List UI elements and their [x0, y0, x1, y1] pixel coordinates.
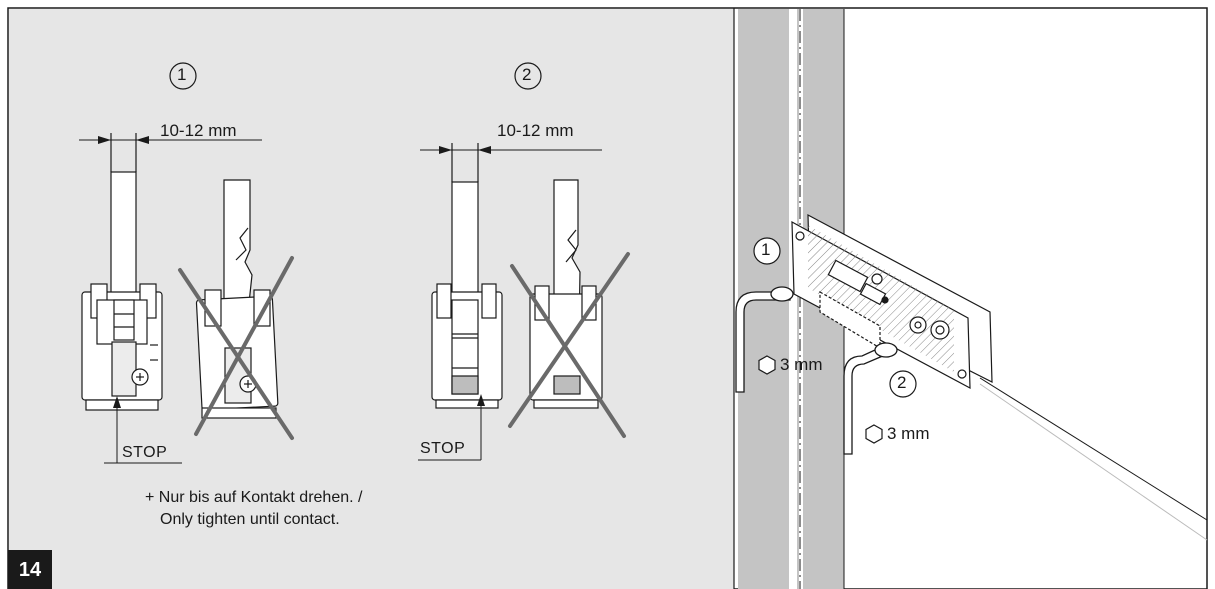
- marker-circle-1: [169, 62, 197, 90]
- marker-1-label: 1: [177, 65, 187, 84]
- marker-circle-2: [514, 62, 542, 90]
- install-marker-2-label: 2: [897, 373, 907, 392]
- wrong-cross-1: [178, 256, 294, 440]
- hex-key-1: [735, 286, 794, 393]
- wall-installation-view: [735, 9, 1208, 589]
- dimension-label-2: 10-12 mm: [497, 121, 574, 140]
- clamp-correct-1: [79, 133, 262, 464]
- hex-key-2: [843, 342, 898, 455]
- hex-key-icon: [758, 355, 776, 375]
- marker-2-label: 2: [522, 65, 532, 84]
- tool-size-label-1: 3 mm: [780, 355, 823, 374]
- note-line-en: Only tighten until contact.: [160, 511, 340, 528]
- tool-size-label-2: 3 mm: [887, 424, 930, 443]
- install-marker-1-label: 1: [761, 240, 771, 259]
- hinge-fitting: [791, 213, 993, 390]
- hex-key-icon: [865, 424, 883, 444]
- install-marker-circle-2: [889, 370, 917, 398]
- step-number-badge: 14: [8, 550, 52, 589]
- note-line-de: + Nur bis auf Kontakt drehen. /: [145, 489, 363, 506]
- wrong-cross-2: [508, 252, 630, 438]
- stop-label-2: STOP: [420, 440, 466, 457]
- install-marker-circle-1: [753, 237, 781, 265]
- dimension-label-1: 10-12 mm: [160, 121, 237, 140]
- clamp-correct-2: [418, 143, 602, 461]
- stop-label-1: STOP: [122, 444, 168, 461]
